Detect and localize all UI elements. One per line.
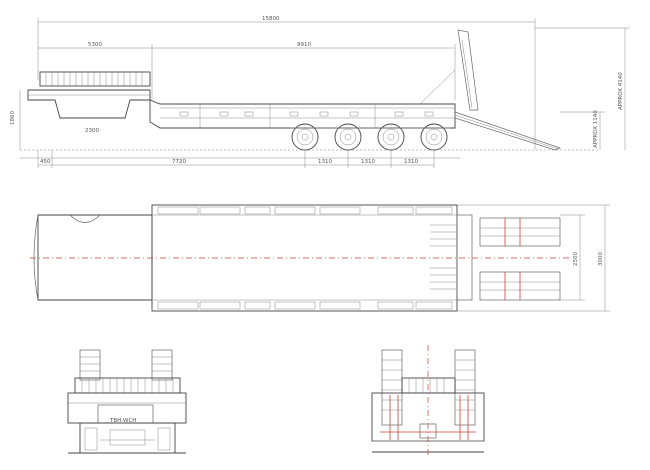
front-view: TBH-WCH (67, 349, 187, 454)
dim-kingpin-to-axle: 7720 (172, 159, 186, 165)
rear-view (371, 345, 485, 455)
top-outriggers-upper (157, 206, 453, 215)
dim-gooseneck-length: 5300 (88, 42, 102, 48)
main-deck (149, 99, 456, 129)
dim-deck-length: 9910 (297, 42, 311, 48)
dim-axle-spacing-3: 1310 (404, 159, 418, 165)
top-ramp-left (479, 217, 561, 247)
dim-gooseneck-deck: 2300 (85, 128, 99, 134)
top-ramp-right (479, 271, 561, 301)
dim-axle-spacing-2: 1310 (361, 159, 375, 165)
dim-overall-length: 15800 (262, 16, 280, 22)
rear-axle-group (290, 123, 450, 151)
front-plate-text: TBH-WCH (109, 418, 136, 424)
deck-tie-points (179, 111, 434, 117)
front-lower-frame (79, 422, 176, 454)
dim-ramp-height: APPROX 1140 (593, 110, 599, 148)
top-outriggers-lower (157, 301, 453, 310)
side-view: 15800 5300 9910 2300 1860 (10, 16, 630, 168)
dim-inner-width: 2500 (573, 252, 579, 266)
gooseneck-frame (27, 89, 151, 119)
top-gooseneck (37, 214, 153, 301)
dim-overall-height: APPROX 4140 (618, 72, 624, 110)
rear-ramp-raised (457, 29, 479, 111)
dim-axle-spacing-1: 1310 (318, 159, 332, 165)
rear-ramp-lowered (454, 111, 562, 151)
dim-overall-width: 3000 (598, 252, 604, 266)
dim-height-left: 1860 (10, 111, 16, 125)
gooseneck-rail-box (39, 71, 151, 87)
dim-front-overhang: 450 (40, 159, 51, 165)
top-view: 2500 3000 (30, 204, 610, 312)
rear-rail-box (401, 377, 456, 394)
